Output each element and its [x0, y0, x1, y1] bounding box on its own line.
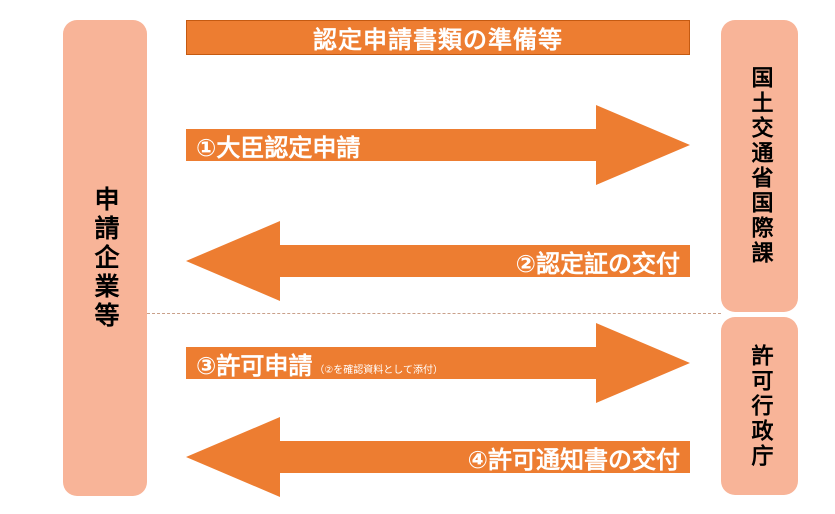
banner: 認定申請書類の準備等 — [186, 20, 690, 55]
banner-label: 認定申請書類の準備等 — [313, 26, 563, 54]
arrow-3-main-text: ③許可申請 — [196, 351, 313, 380]
arrow-right-shape-3 — [186, 323, 690, 403]
mlit-international-box: 国土交通省国際課 — [721, 20, 798, 312]
arrow-3-label: ③許可申請 （②を確認資料として添付） — [196, 323, 443, 403]
arrow-2-label: ②認定証の交付 — [515, 249, 680, 278]
arrow-3-note: （②を確認資料として添付） — [314, 364, 443, 376]
divider — [147, 313, 721, 314]
mlit-international-label: 国土交通省国際課 — [747, 66, 773, 266]
permit-authority-label: 許可行政庁 — [747, 343, 773, 469]
arrow-left-shape-4 — [186, 417, 690, 497]
arrow-2-certificate-issue: ②認定証の交付 — [186, 221, 690, 301]
arrow-1-minister-application: ①大臣認定申請 — [186, 105, 690, 185]
arrow-right-shape-1 — [186, 105, 690, 185]
permit-authority-box: 許可行政庁 — [721, 317, 798, 495]
arrow-4-permit-notice-issue: ④許可通知書の交付 — [186, 417, 690, 497]
applicant-label: 申請企業等 — [91, 185, 120, 331]
arrow-1-label: ①大臣認定申請 — [196, 133, 361, 162]
arrow-4-label: ④許可通知書の交付 — [467, 445, 680, 474]
arrow-left-shape-2 — [186, 221, 690, 301]
applicant-box: 申請企業等 — [63, 20, 147, 496]
arrow-3-permit-application: ③許可申請 （②を確認資料として添付） — [186, 323, 690, 403]
